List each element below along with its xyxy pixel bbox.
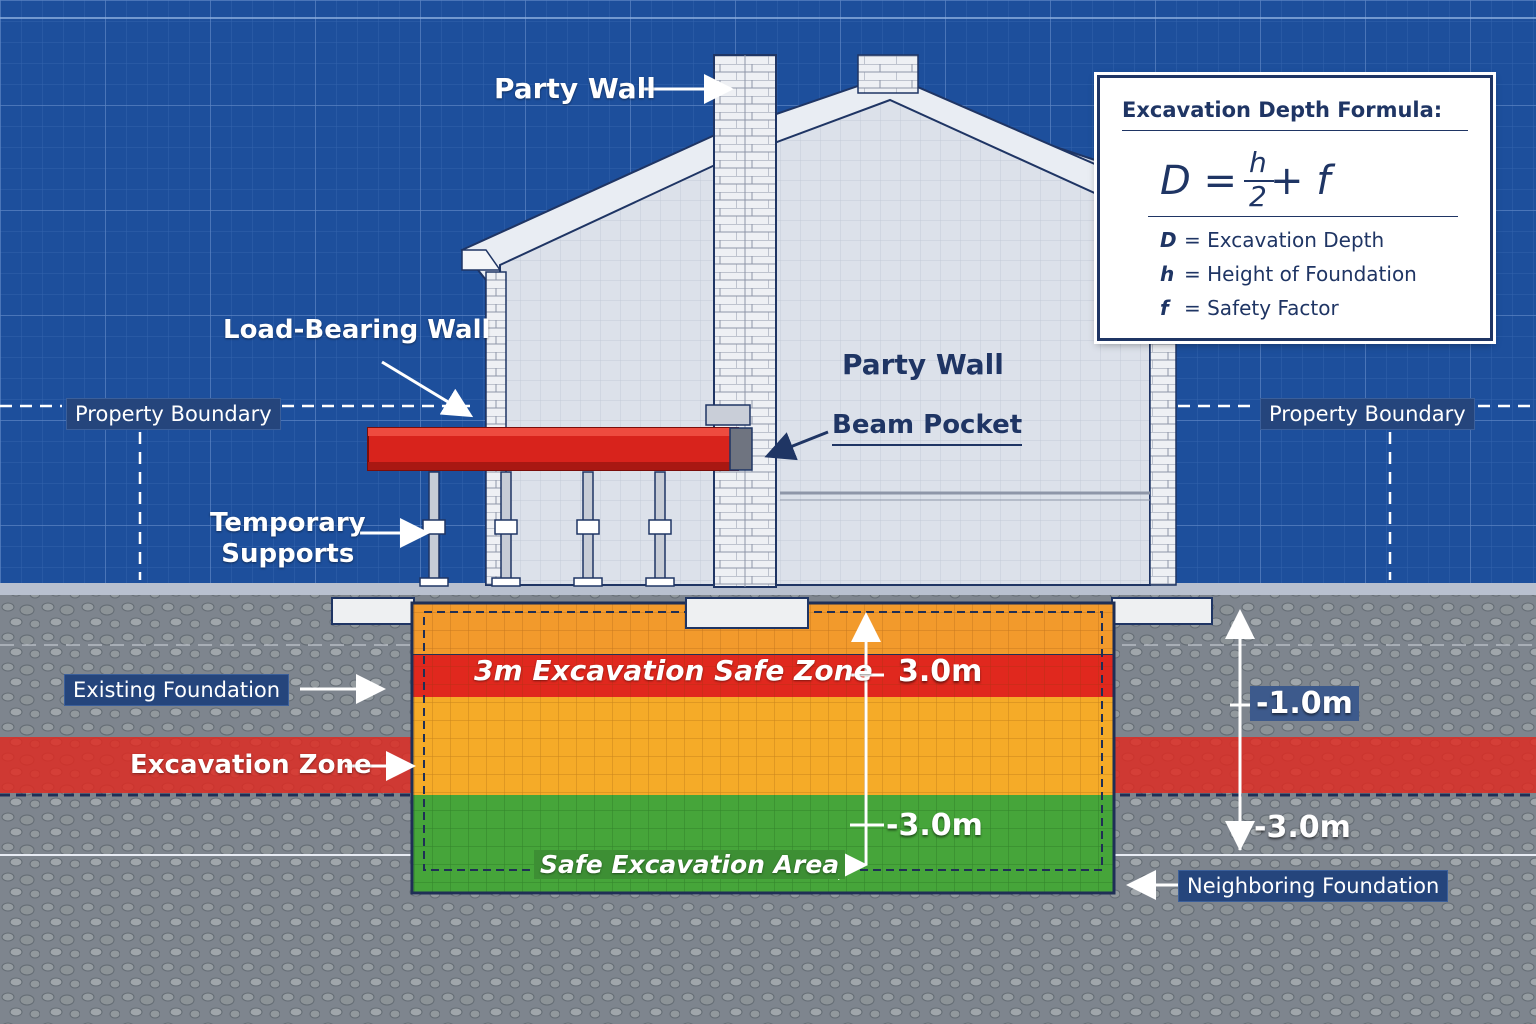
right-depth-1: -1.0m: [1250, 686, 1359, 721]
existing-foundation-label: Existing Foundation: [64, 674, 290, 706]
formula-panel: Excavation Depth Formula: D = h 2 + f D =…: [1097, 75, 1493, 341]
steel-beam: [367, 427, 753, 471]
formula-definition: h = Height of Foundation: [1160, 262, 1417, 286]
formula-divider: [1148, 216, 1458, 217]
formula-rhs: + f: [1270, 158, 1331, 204]
definition-text: = Excavation Depth: [1184, 228, 1385, 252]
definition-text: = Height of Foundation: [1184, 262, 1417, 286]
definition-symbol: h: [1160, 262, 1175, 286]
formula-title-rule: [1122, 130, 1468, 131]
property-boundary-label-left: Property Boundary: [66, 398, 281, 430]
load-bearing-wall-label: Load-Bearing Wall: [223, 315, 491, 345]
definition-symbol: f: [1160, 296, 1169, 320]
right-depth-2: -3.0m: [1254, 810, 1351, 845]
party-wall: [705, 54, 777, 588]
party-wall-label-top: Party Wall: [494, 72, 656, 105]
formula-title: Excavation Depth Formula:: [1122, 98, 1443, 122]
ground-surface: [0, 583, 1536, 595]
prop-4: [645, 471, 675, 587]
beam-pocket: [705, 404, 751, 426]
formula-fraction-bar: [1244, 180, 1274, 182]
formula-definition: D = Excavation Depth: [1160, 228, 1384, 252]
formula-definition: f = Safety Factor: [1160, 296, 1339, 320]
formula-equation: D = h 2 + f: [1160, 146, 1420, 213]
prop-3: [573, 471, 603, 587]
formula-denominator: 2: [1249, 180, 1267, 213]
safe-zone-depth: 3.0m: [898, 654, 983, 689]
temporary-supports: [419, 471, 675, 587]
beam-pocket-arrow: [764, 430, 829, 461]
definition-text: = Safety Factor: [1184, 296, 1339, 320]
neighboring-foundation-label: Neighboring Foundation: [1178, 870, 1449, 902]
beam-pocket-label: Beam Pocket: [832, 410, 1023, 446]
definition-symbol: D: [1160, 228, 1177, 252]
excavation-zone-label: Excavation Zone: [130, 750, 372, 780]
formula-numerator: h: [1249, 146, 1267, 179]
load-bearing-wall-arrow: [381, 360, 474, 418]
safe-zone-label: 3m Excavation Safe Zone: [474, 654, 873, 687]
party-wall-label-mid: Party Wall: [842, 348, 1004, 381]
formula-lhs: D =: [1160, 158, 1238, 204]
property-boundary-label-right: Property Boundary: [1260, 398, 1475, 430]
safe-area-label: Safe Excavation Area: [534, 850, 846, 879]
inner-depth: -3.0m: [886, 808, 983, 843]
excavation-pit: [410, 597, 1116, 895]
temporary-supports-label: Temporary Supports: [210, 508, 366, 569]
prop-2: [491, 471, 521, 587]
